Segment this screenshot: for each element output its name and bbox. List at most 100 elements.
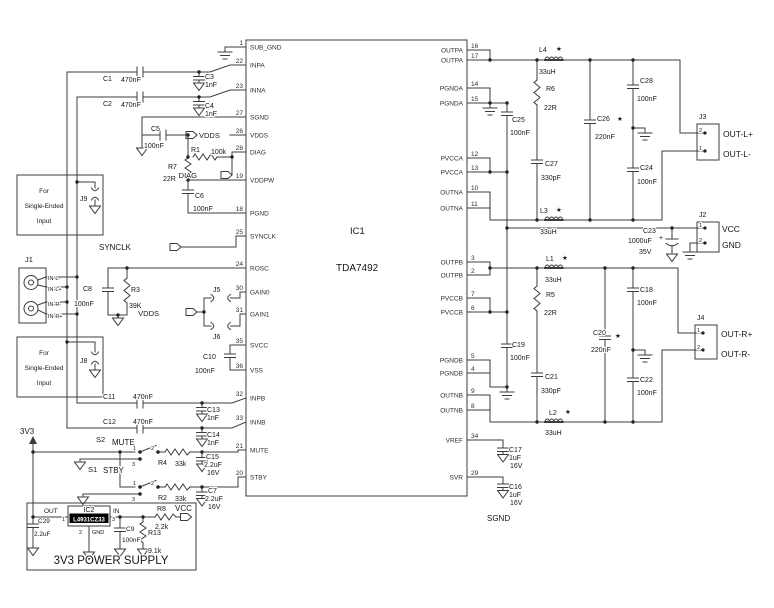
ground-icon xyxy=(89,366,101,378)
resistor-r5 xyxy=(533,285,541,312)
ground-icon xyxy=(497,451,509,463)
c18-val: 100nF xyxy=(637,300,657,307)
r13-val: 9.1k xyxy=(148,548,162,555)
ic1-pin-number: 9 xyxy=(471,388,475,395)
s2-ref: S2 xyxy=(96,435,105,444)
ic1-pin-number: 3 xyxy=(471,255,475,262)
switch-pin: 1 xyxy=(133,481,136,487)
j2-label: J2 xyxy=(699,212,707,219)
ic1-pin-number: 35 xyxy=(236,338,244,345)
c9-val: 100nF xyxy=(122,537,140,544)
c15-val: 2.2uF xyxy=(204,462,222,469)
capacitor-c18 xyxy=(627,287,639,292)
capacitor-c5 xyxy=(159,129,167,141)
ic1-pin-number: 24 xyxy=(236,261,244,268)
out-l-minus-label: OUT-L- xyxy=(723,149,751,159)
ic1-pin-name: INPB xyxy=(250,396,265,403)
r8-ref: R8 xyxy=(157,506,166,513)
c27-val: 330pF xyxy=(541,175,561,182)
diag-tag-icon xyxy=(220,171,233,179)
ic1-pin-name: OUTNA xyxy=(440,206,463,213)
connector-j3 xyxy=(696,123,720,161)
l2-star: ★ xyxy=(565,409,571,416)
ic1-pin-name: OUTNA xyxy=(440,190,463,197)
j1-pin-label: IN-R+ xyxy=(48,314,63,320)
c13-ref: C13 xyxy=(207,407,220,414)
note-line: Single-Ended xyxy=(24,365,63,372)
ic1-pin-name: PGNDB xyxy=(440,371,463,378)
r2-ref: R2 xyxy=(158,495,167,502)
capacitor-c7 xyxy=(196,491,208,496)
ic1-pin-number: 21 xyxy=(236,443,244,450)
junction-dots xyxy=(31,58,707,519)
ic1-pin-number: 20 xyxy=(236,470,244,477)
ic1-pin-number: 10 xyxy=(471,185,479,192)
ic1-pin-number: 6 xyxy=(471,305,475,312)
ic1-pin-name: INPA xyxy=(250,63,265,70)
c23-v: 35V xyxy=(639,249,652,256)
ic1-pin-labels: 1SUB_GND22INPA23INNA27SGND26VDDS28DIAG19… xyxy=(235,39,480,483)
ic1-pin-name: GAIN0 xyxy=(250,290,270,297)
gnd-label: GND xyxy=(722,240,741,250)
ic1-pin-name: PGNDB xyxy=(440,358,463,365)
ic2-pin-num: 3 xyxy=(112,517,115,523)
capacitor-c21 xyxy=(531,372,543,377)
ic1-pin-name: OUTNB xyxy=(440,408,463,415)
j4-pin: 1 xyxy=(697,328,700,334)
c29-ref: C29 xyxy=(38,518,50,525)
ground-icon xyxy=(499,386,515,400)
ic1-pin-number: 8 xyxy=(471,403,475,410)
c26-val: 220nF xyxy=(595,134,615,141)
resistor-r6 xyxy=(533,79,541,106)
ground-icon xyxy=(497,487,509,499)
ic1-pin-name: PVCCB xyxy=(441,310,463,317)
c10-ref: C10 xyxy=(203,354,216,361)
ic1-pin-name: OUTPA xyxy=(441,48,464,55)
switch-pin: 2 xyxy=(151,446,154,452)
r7-val: 22R xyxy=(163,176,176,183)
ic1-pin-name: ROSC xyxy=(250,266,269,273)
connector-j4 xyxy=(694,324,718,360)
vcc-label: VCC xyxy=(722,224,740,234)
c26-ref: C26 xyxy=(597,116,610,123)
connector-j1 xyxy=(18,267,47,324)
l3-val: 33uH xyxy=(540,229,557,236)
r5-ref: R5 xyxy=(546,292,555,299)
ic1-pin-number: 13 xyxy=(471,165,479,172)
capacitor-c14 xyxy=(196,432,208,437)
ic1-pin-number: 36 xyxy=(236,363,244,370)
capacitor-c9 xyxy=(114,527,126,532)
c3-val: 1nF xyxy=(205,82,217,89)
switch-pin: 2 xyxy=(151,481,154,487)
ic2-pin-num: 2 xyxy=(79,530,82,536)
ic1-pin-name: PGNDA xyxy=(440,86,464,93)
inductor-l1 xyxy=(544,264,564,269)
vdds-tag-icon xyxy=(185,308,198,316)
l2-val: 33uH xyxy=(545,430,562,437)
ic1-pin-number: 18 xyxy=(236,206,244,213)
ic1-pin-number: 30 xyxy=(236,285,244,292)
ground-icon xyxy=(196,435,208,447)
synclk-tag-icon xyxy=(169,243,182,251)
r6-val: 22R xyxy=(544,105,557,112)
resistor-r13 xyxy=(139,521,147,544)
sgnd-net-label: SGND xyxy=(487,514,510,523)
j3-pin: 2 xyxy=(699,128,702,134)
note-line: For xyxy=(39,350,50,357)
r6-ref: R6 xyxy=(546,86,555,93)
j9-label: J9 xyxy=(80,196,88,203)
ic1-pin-name: PGNDA xyxy=(440,101,464,108)
j3-pin: 1 xyxy=(699,146,702,152)
r2-val: 33k xyxy=(175,496,187,503)
ic1-pin-name: OUTPB xyxy=(441,273,463,280)
synclk-net-label: SYNCLK xyxy=(99,243,132,252)
capacitor-c27 xyxy=(531,159,543,164)
capacitor-c8 xyxy=(102,287,114,292)
ic1-pin-name: VDDPW xyxy=(250,178,275,185)
capacitor-c19 xyxy=(501,343,513,348)
ic1-pin-number: 12 xyxy=(471,151,479,158)
rca-jack-icon xyxy=(28,279,34,286)
ground-icon xyxy=(482,102,498,116)
c25-ref: C25 xyxy=(512,117,525,124)
